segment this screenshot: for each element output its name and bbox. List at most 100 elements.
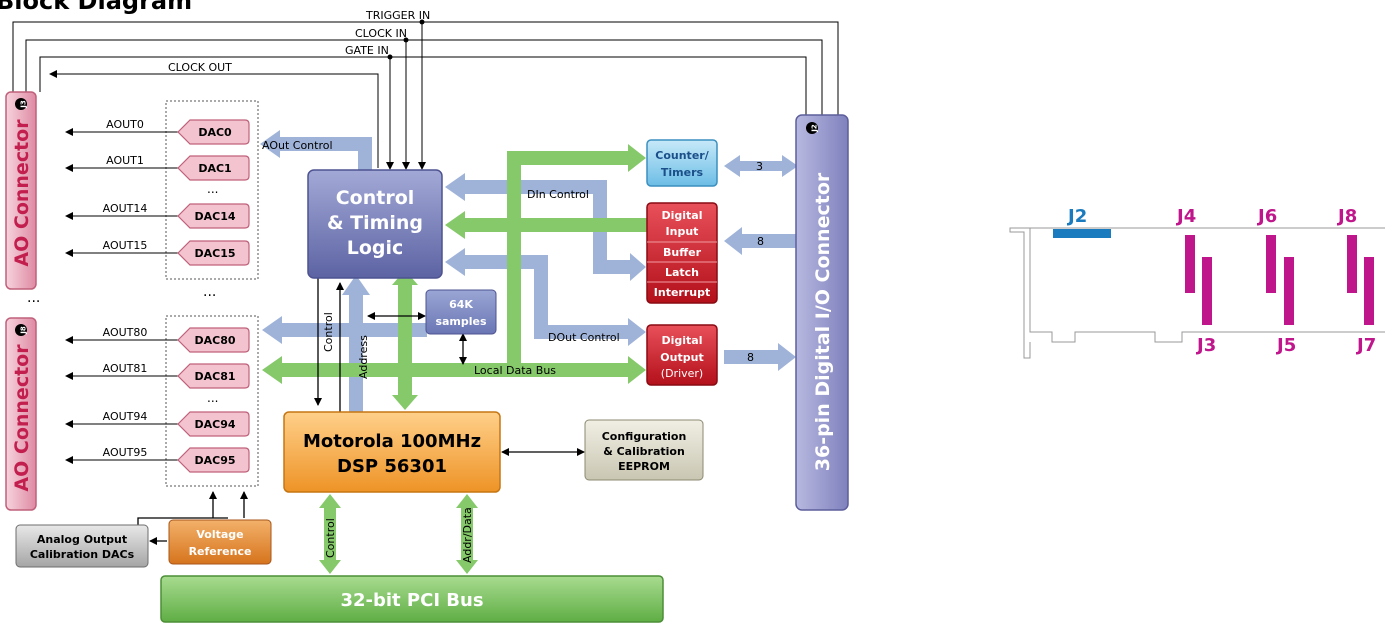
calibration-dacs-line1: Analog Output xyxy=(37,533,127,546)
dac-label-dac15: DAC15 xyxy=(194,247,235,260)
din-control-arrow xyxy=(445,173,646,281)
sample-memory-block: 64K samples xyxy=(425,289,497,335)
board-label-j8: J8 xyxy=(1336,206,1357,227)
din-control-label: DIn Control xyxy=(527,188,589,201)
pci-bus-label: 32-bit PCI Bus xyxy=(340,590,483,611)
digital-input-interrupt: Interrupt xyxy=(654,286,710,299)
dsp-line1: Motorola 100MHz xyxy=(303,431,481,452)
timing-signal-lines xyxy=(12,21,839,168)
diagram-title: Block Diagram xyxy=(0,0,192,15)
dac-label-dac14: DAC14 xyxy=(194,210,235,223)
control-timing-line3: Logic xyxy=(347,237,404,259)
ao-connector-j8-tag: J8 xyxy=(20,326,28,335)
dac-row-dac1: DAC1 AOUT1 xyxy=(65,154,250,181)
dac-label-dac1: DAC1 xyxy=(198,162,231,175)
digital-input-block: Digital Input Buffer Latch Interrupt xyxy=(646,202,718,304)
sample-memory-line2: samples xyxy=(435,315,487,328)
dio-connector-j2: J2 36-pin Digital I/O Connector xyxy=(795,114,849,511)
dout-width-label: 8 xyxy=(747,351,754,364)
dio-connector-tag: J2 xyxy=(811,124,819,133)
aout-label-dac81: AOUT81 xyxy=(103,362,148,375)
ao-connector-j3-tag: J3 xyxy=(20,100,28,109)
dac-shape-dac15 xyxy=(177,240,250,266)
local-data-bus xyxy=(262,144,647,410)
address-vertical-label: Address xyxy=(357,335,370,379)
dac-bottom-ellipsis: ... xyxy=(207,391,218,405)
dac-shape-dac80 xyxy=(177,327,250,353)
dac-label-dac80: DAC80 xyxy=(194,334,235,347)
dac-shape-dac95 xyxy=(177,447,250,473)
aout-label-dac14: AOUT14 xyxy=(103,202,148,215)
dac-label-dac95: DAC95 xyxy=(194,454,235,467)
eeprom-line2: & Calibration xyxy=(603,445,685,458)
eeprom-line3: EEPROM xyxy=(618,460,670,473)
counter-width-label: 3 xyxy=(756,160,763,173)
din-width-label: 8 xyxy=(757,235,764,248)
local-data-bus-label: Local Data Bus xyxy=(474,364,556,377)
dac-row-dac0: DAC0 AOUT0 xyxy=(65,118,250,145)
dac-top-ellipsis: ... xyxy=(207,182,218,196)
dout-control-label: DOut Control xyxy=(548,331,620,344)
dac-label-dac94: DAC94 xyxy=(194,418,235,431)
ao-connector-j3: J3 AO Connector xyxy=(5,91,37,290)
connector-gap-ellipsis: ... xyxy=(27,290,40,306)
gate-in-label: GATE IN xyxy=(345,44,389,57)
digital-input-buffer: Buffer xyxy=(663,246,702,259)
pci-links xyxy=(319,494,478,574)
aout-control-arrow xyxy=(260,130,372,170)
dio-connector-label: 36-pin Digital I/O Connector xyxy=(812,172,834,471)
dac-shape-dac0 xyxy=(177,119,250,145)
digital-output-block: Digital Output (Driver) xyxy=(646,324,718,386)
control-timing-line1: Control xyxy=(336,187,415,209)
dac-bus-arrow xyxy=(262,316,427,344)
dout-output-arrow xyxy=(724,343,796,371)
pci-bus: 32-bit PCI Bus xyxy=(160,575,664,623)
eeprom-line1: Configuration xyxy=(602,430,687,443)
dac-group-bottom xyxy=(165,315,259,487)
calibration-dacs-line2: Calibration DACs xyxy=(30,548,135,561)
board-label-j3: J3 xyxy=(1195,335,1216,356)
control-timing-line2: & Timing xyxy=(327,212,423,234)
board-label-j5: J5 xyxy=(1275,335,1296,356)
clock-out-label: CLOCK OUT xyxy=(168,61,232,74)
eeprom-block: Configuration & Calibration EEPROM xyxy=(584,419,704,481)
digital-input-line1: Digital xyxy=(662,209,703,222)
dac-row-dac94: DAC94 AOUT94 xyxy=(65,410,250,437)
board-label-j4: J4 xyxy=(1175,206,1196,227)
digital-input-line2: Input xyxy=(666,225,699,238)
board-j2-connector xyxy=(1053,229,1111,238)
aout-label-dac1: AOUT1 xyxy=(106,154,144,167)
board-outline xyxy=(1009,227,1385,359)
aout-label-dac0: AOUT0 xyxy=(106,118,144,131)
counter-timers-line2: Timers xyxy=(661,166,704,179)
board-label-j6: J6 xyxy=(1256,206,1277,227)
ao-connector-j8-label: AO Connector xyxy=(11,344,33,492)
clock-in-label: CLOCK IN xyxy=(355,27,407,40)
dac-row-dac15: DAC15 AOUT15 xyxy=(65,239,250,266)
counter-timers-line1: Counter/ xyxy=(655,149,709,162)
dac-groups-ellipsis: ... xyxy=(203,284,216,300)
trigger-in-label: TRIGGER IN xyxy=(365,9,430,22)
dac-shape-dac81 xyxy=(177,363,250,389)
dsp-line2: DSP 56301 xyxy=(337,456,447,477)
dac-row-dac14: DAC14 AOUT14 xyxy=(65,202,250,229)
aout-label-dac15: AOUT15 xyxy=(103,239,148,252)
dout-control-arrow xyxy=(445,248,646,346)
pci-control-label: Control xyxy=(324,518,337,558)
aout-label-dac94: AOUT94 xyxy=(103,410,148,423)
voltage-reference-block: Voltage Reference xyxy=(168,519,272,565)
digital-output-line2: Output xyxy=(660,351,703,364)
ao-connector-j8: J8 AO Connector xyxy=(5,317,37,511)
dac-shape-dac14 xyxy=(177,203,250,229)
control-lines xyxy=(137,278,585,545)
dsp-block: Motorola 100MHz DSP 56301 xyxy=(283,411,501,493)
lavender-arrows xyxy=(260,130,798,412)
pci-addrdata-label: Addr/Data xyxy=(461,507,474,563)
dac-label-dac0: DAC0 xyxy=(198,126,232,139)
ao-connector-j3-label: AO Connector xyxy=(11,119,33,267)
board-magenta-connectors xyxy=(1185,235,1374,325)
digital-input-latch: Latch xyxy=(665,266,699,279)
address-arrow xyxy=(342,275,370,412)
